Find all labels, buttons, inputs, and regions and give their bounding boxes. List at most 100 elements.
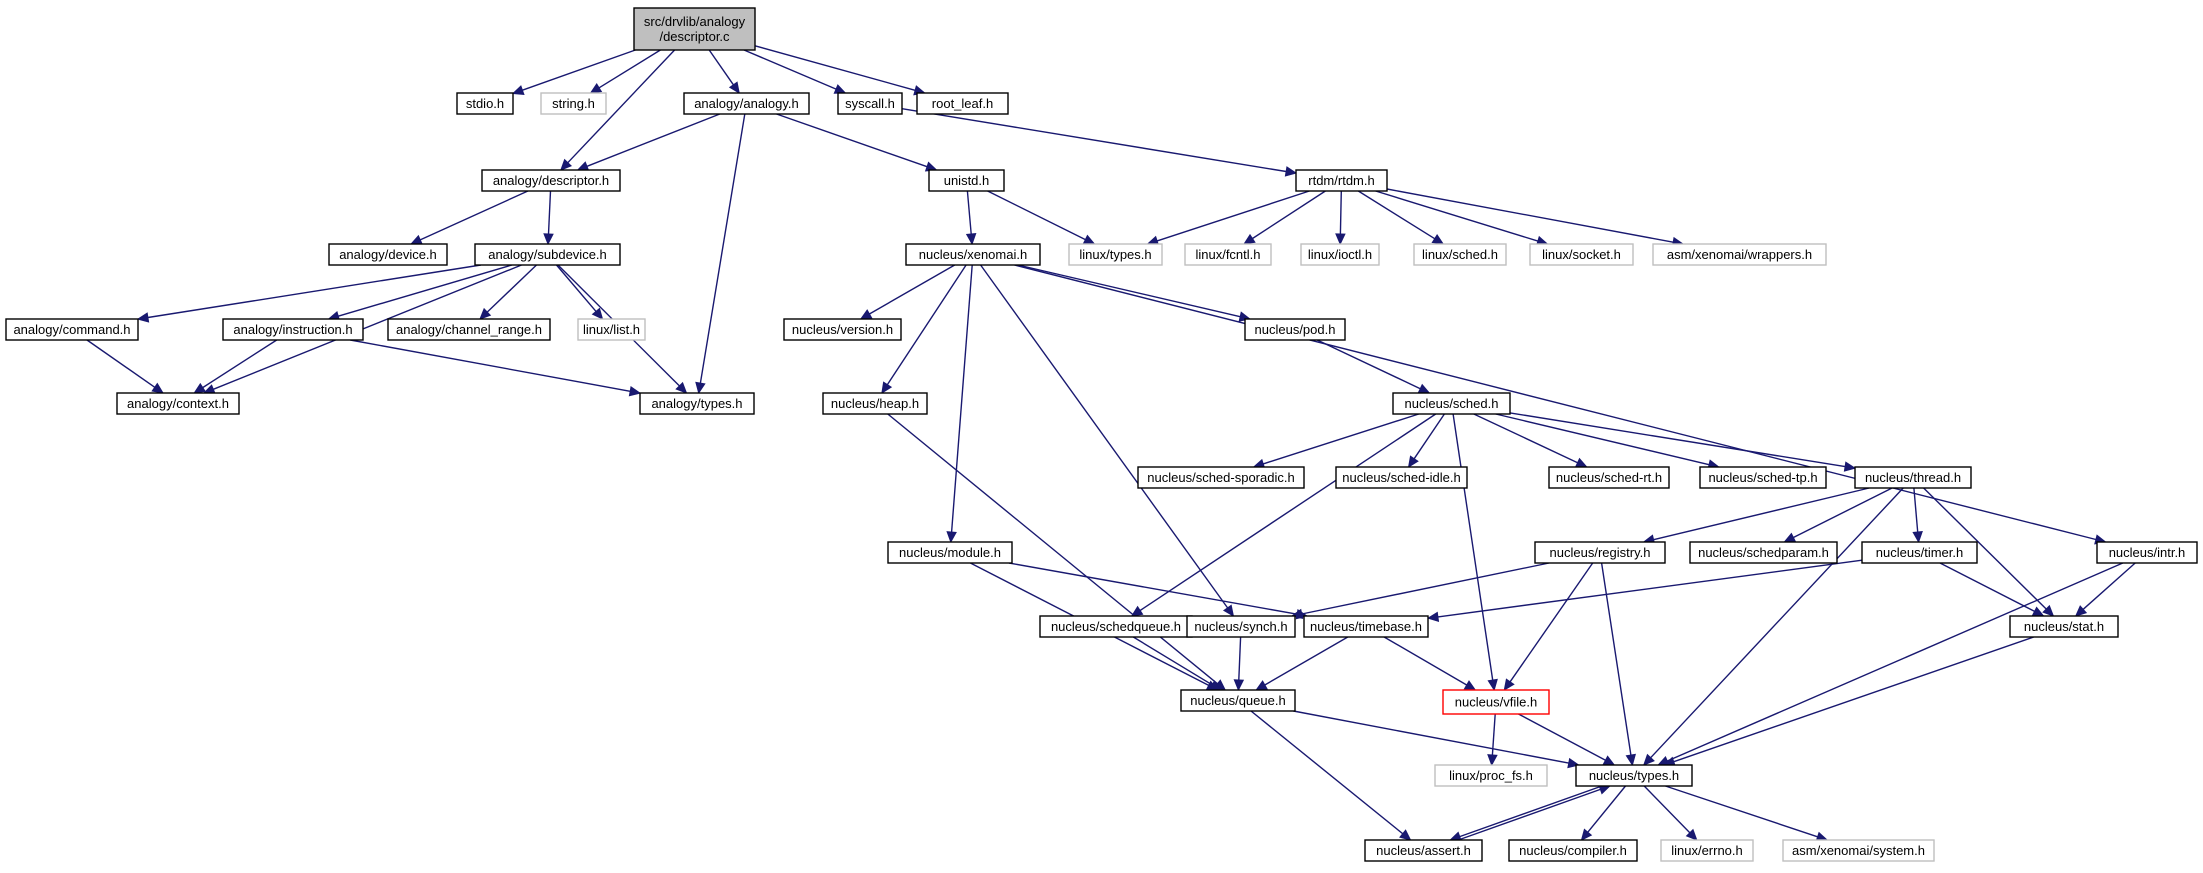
node-registry[interactable]: nucleus/registry.h <box>1534 541 1666 564</box>
node-intr[interactable]: nucleus/intr.h <box>2096 541 2198 564</box>
node-module[interactable]: nucleus/module.h <box>887 541 1013 564</box>
node-device[interactable]: analogy/device.h <box>328 243 448 266</box>
node-root[interactable]: src/drvlib/analogy/descriptor.c <box>633 7 756 51</box>
node-box <box>5 318 139 341</box>
node-label: linux/list.h <box>583 322 640 337</box>
node-descriptor-h[interactable]: analogy/descriptor.h <box>481 169 621 192</box>
node-box <box>1548 466 1670 489</box>
node-compiler[interactable]: nucleus/compiler.h <box>1508 839 1638 862</box>
edge-rtdm-to-linux_types <box>1156 190 1310 242</box>
node-box <box>1392 392 1511 415</box>
edge-registry-to-synch <box>1301 562 1550 615</box>
edge-queue-to-nucleus_types <box>1293 710 1569 764</box>
edge-rtdm-to-linux_fcntl <box>1252 190 1326 240</box>
node-rtdm[interactable]: rtdm/rtdm.h <box>1295 169 1388 192</box>
arrowhead-xenomai-to-synch <box>1222 604 1235 617</box>
arrowhead-xenomai-to-heap <box>881 381 893 395</box>
node-analogy-types[interactable]: analogy/types.h <box>639 392 755 415</box>
edge-intr-to-nucleus_types <box>1667 562 2124 762</box>
arrowhead-subdevice-to-analogy_types <box>675 381 688 394</box>
edge-analogy_h-to-analogy_types <box>699 113 746 384</box>
node-context[interactable]: analogy/context.h <box>116 392 240 415</box>
node-label: nucleus/sched-idle.h <box>1342 470 1461 485</box>
node-label: nucleus/sched-sporadic.h <box>1147 470 1294 485</box>
node-box <box>1854 466 1972 489</box>
edge-sched-to-sched_rt <box>1473 413 1578 464</box>
node-box <box>1699 466 1827 489</box>
node-asm-system[interactable]: asm/xenomai/system.h <box>1782 839 1935 862</box>
node-pod[interactable]: nucleus/pod.h <box>1244 318 1346 341</box>
node-box <box>822 392 928 415</box>
node-box <box>633 7 756 51</box>
node-timebase[interactable]: nucleus/timebase.h <box>1303 615 1429 638</box>
edge-xenomai-to-heap <box>886 264 967 385</box>
edge-stat-to-nucleus_types <box>1673 636 2034 763</box>
node-vfile[interactable]: nucleus/vfile.h <box>1442 689 1550 715</box>
node-nucleus-types[interactable]: nucleus/types.h <box>1575 764 1693 787</box>
node-label: /descriptor.c <box>659 29 730 44</box>
edge-queue-to-assert <box>1250 710 1404 835</box>
arrowhead-thread-to-timer <box>1912 531 1923 544</box>
node-root-leaf[interactable]: root_leaf.h <box>916 92 1009 115</box>
node-linux-sched[interactable]: linux/sched.h <box>1413 243 1507 266</box>
node-box <box>783 318 902 341</box>
node-label: unistd.h <box>944 173 990 188</box>
node-timer[interactable]: nucleus/timer.h <box>1861 541 1978 564</box>
node-box <box>1534 541 1666 564</box>
node-label: nucleus/types.h <box>1589 768 1679 783</box>
node-heap[interactable]: nucleus/heap.h <box>822 392 928 415</box>
node-version[interactable]: nucleus/version.h <box>783 318 902 341</box>
node-synch[interactable]: nucleus/synch.h <box>1186 615 1296 638</box>
node-string[interactable]: string.h <box>540 92 607 115</box>
arrowhead-rtdm-to-linux_sched <box>1431 233 1445 245</box>
node-sched-idle[interactable]: nucleus/sched-idle.h <box>1335 466 1468 489</box>
edge-nucleus_types-to-linux_errno <box>1643 785 1691 834</box>
node-box <box>1529 243 1634 266</box>
node-linux-types[interactable]: linux/types.h <box>1068 243 1163 266</box>
node-label: nucleus/sched.h <box>1405 396 1499 411</box>
node-proc-fs[interactable]: linux/proc_fs.h <box>1434 764 1548 787</box>
node-schedqueue[interactable]: nucleus/schedqueue.h <box>1039 615 1193 638</box>
node-channel-range[interactable]: analogy/channel_range.h <box>387 318 551 341</box>
node-queue[interactable]: nucleus/queue.h <box>1180 689 1296 712</box>
node-label: syscall.h <box>845 96 895 111</box>
node-linux-socket[interactable]: linux/socket.h <box>1529 243 1634 266</box>
edge-xenomai-to-module <box>950 264 973 533</box>
edge-descriptor_h-to-subdevice <box>547 190 552 235</box>
edge-sched-to-thread <box>1509 412 1846 468</box>
node-xenomai[interactable]: nucleus/xenomai.h <box>905 243 1041 266</box>
node-stat[interactable]: nucleus/stat.h <box>2009 615 2119 638</box>
node-sched-tp[interactable]: nucleus/sched-tp.h <box>1699 466 1827 489</box>
node-instruction[interactable]: analogy/instruction.h <box>222 318 364 341</box>
node-box <box>887 541 1013 564</box>
node-linux-ioctl[interactable]: linux/ioctl.h <box>1300 243 1380 266</box>
node-asm-wrappers[interactable]: asm/xenomai/wrappers.h <box>1652 243 1827 266</box>
node-thread[interactable]: nucleus/thread.h <box>1854 466 1972 489</box>
edge-rtdm-to-asm_wrappers <box>1386 188 1674 243</box>
node-sched[interactable]: nucleus/sched.h <box>1392 392 1511 415</box>
node-sched-sporadic[interactable]: nucleus/sched-sporadic.h <box>1137 466 1305 489</box>
arrowhead-unistd-to-linux_types <box>1082 234 1096 245</box>
arrowhead-vfile-to-nucleus_types <box>1602 755 1616 766</box>
node-syscall[interactable]: syscall.h <box>837 92 903 115</box>
node-box <box>328 243 448 266</box>
node-subdevice[interactable]: analogy/subdevice.h <box>474 243 621 266</box>
node-sched-rt[interactable]: nucleus/sched-rt.h <box>1548 466 1670 489</box>
edge-xenomai-to-intr <box>1014 264 2097 541</box>
node-command[interactable]: analogy/command.h <box>5 318 139 341</box>
node-label: nucleus/compiler.h <box>1519 843 1627 858</box>
node-unistd[interactable]: unistd.h <box>928 169 1005 192</box>
node-box <box>928 169 1005 192</box>
arrowhead-timebase-to-queue <box>1255 680 1268 691</box>
node-stdio[interactable]: stdio.h <box>456 92 514 115</box>
arrowhead-timer-to-timebase <box>1426 611 1440 622</box>
node-box <box>577 318 646 341</box>
node-linux-errno[interactable]: linux/errno.h <box>1660 839 1754 862</box>
node-schedparam[interactable]: nucleus/schedparam.h <box>1689 541 1838 564</box>
node-label: nucleus/thread.h <box>1865 470 1961 485</box>
node-linux-fcntl[interactable]: linux/fcntl.h <box>1184 243 1272 266</box>
node-analogy-h[interactable]: analogy/analogy.h <box>683 92 810 115</box>
node-box <box>1508 839 1638 862</box>
node-assert[interactable]: nucleus/assert.h <box>1364 839 1483 862</box>
node-linux-list[interactable]: linux/list.h <box>577 318 646 341</box>
